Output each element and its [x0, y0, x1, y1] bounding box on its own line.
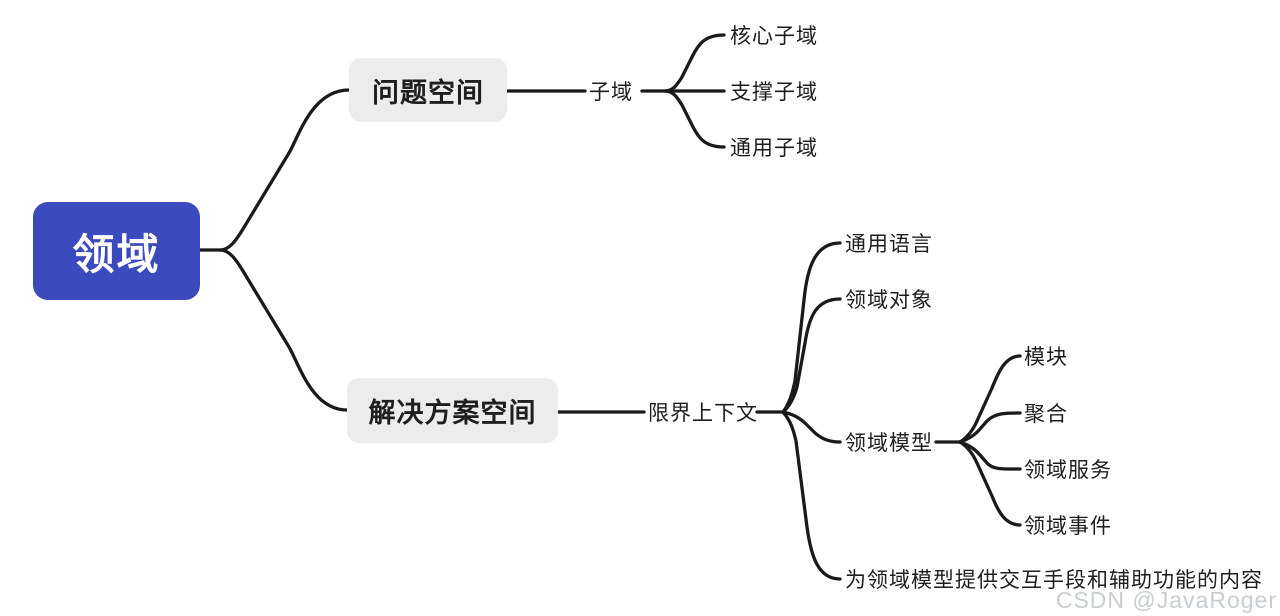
node-solution-space: 解决方案空间 — [347, 378, 558, 443]
node-ubiquitous-language: 通用语言 — [845, 233, 933, 256]
link-context-model — [781, 410, 842, 444]
node-generic-subdomain: 通用子域 — [730, 137, 818, 160]
node-domain-root: 领域 — [33, 202, 200, 300]
node-bounded-context: 限界上下文 — [648, 402, 758, 425]
link-context-note — [781, 410, 842, 581]
node-core-subdomain: 核心子域 — [730, 25, 818, 48]
node-domain-service: 领域服务 — [1024, 459, 1112, 482]
link-model-module — [958, 354, 1022, 444]
link-subdomain-generic — [663, 89, 726, 149]
link-context-language — [781, 241, 842, 414]
node-domain-model: 领域模型 — [845, 432, 933, 455]
link-model-service — [958, 440, 1022, 471]
node-module: 模块 — [1024, 346, 1068, 369]
link-root-problem — [218, 88, 351, 252]
node-problem-space: 问题空间 — [349, 58, 507, 122]
link-root-solution — [218, 248, 349, 412]
node-domain-object: 领域对象 — [845, 289, 933, 312]
link-subdomain-core — [663, 33, 726, 93]
node-domain-event: 领域事件 — [1024, 515, 1112, 538]
node-subdomain: 子域 — [589, 81, 633, 104]
link-model-aggregate — [958, 411, 1022, 444]
node-domain-model-note: 为领域模型提供交互手段和辅助功能的内容 — [845, 569, 1263, 592]
node-aggregate: 聚合 — [1024, 403, 1068, 426]
csdn-watermark: CSDN @JavaRoger — [1055, 587, 1277, 613]
link-context-object — [781, 297, 842, 414]
link-model-event — [958, 440, 1022, 527]
node-supporting-subdomain: 支撑子域 — [730, 81, 818, 104]
